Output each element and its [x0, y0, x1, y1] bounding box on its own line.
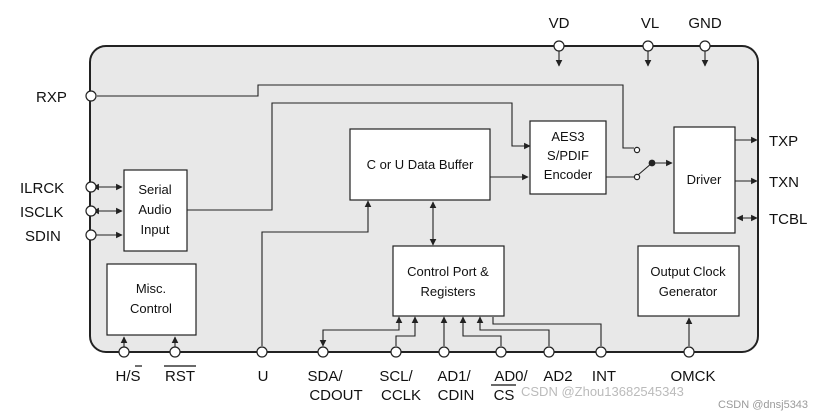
aes3-label-1: AES3 [551, 129, 584, 144]
pin-cdin: CDIN [438, 387, 475, 404]
pin-scl: SCL/ [379, 368, 413, 385]
output-clock-label-2: Generator [659, 284, 718, 299]
serial-audio-input-label-2: Audio [138, 202, 171, 217]
pin-tcbl: TCBL [769, 211, 807, 228]
pin-sda: SDA/ [307, 368, 343, 385]
pin-sdin: SDIN [25, 228, 61, 245]
output-select-switch [633, 146, 656, 181]
pin-cclk: CCLK [381, 387, 421, 404]
watermark-corner: CSDN @dnsj5343 [718, 399, 808, 411]
pin-hs: H/S [115, 368, 140, 385]
driver-block: Driver [673, 126, 736, 234]
misc-control-label-1: Misc. [136, 281, 166, 296]
pin-u: U [258, 368, 269, 385]
pin-ilrck: ILRCK [20, 180, 64, 197]
serial-audio-input-label-3: Input [141, 222, 170, 237]
pin-txp: TXP [769, 133, 798, 150]
pin-isclk: ISCLK [20, 204, 63, 221]
pin-labels: VD VL GND RXP ILRCK ISCLK SDIN TXP TXN T… [20, 15, 807, 404]
control-port-label-1: Control Port & [407, 264, 489, 279]
pin-ad0: AD0/ [494, 368, 528, 385]
pin-gnd: GND [688, 15, 722, 32]
serial-audio-input-label-1: Serial [138, 182, 171, 197]
pin-cs: CS [494, 387, 515, 404]
watermark-center: CSDN @Zhou13682545343 [521, 384, 684, 399]
aes3-label-2: S/PDIF [547, 148, 589, 163]
output-clock-label-1: Output Clock [650, 264, 726, 279]
pin-terminals [85, 40, 711, 358]
aes3-encoder-block: AES3 S/PDIF Encoder [529, 120, 607, 195]
driver-label: Driver [687, 172, 722, 187]
misc-control-label-2: Control [130, 301, 172, 316]
output-clock-generator-block: Output Clock Generator [637, 245, 740, 317]
pin-rst: RST [165, 368, 195, 385]
pin-cdout: CDOUT [309, 387, 362, 404]
pin-txn: TXN [769, 174, 799, 191]
pin-ad2: AD2 [543, 368, 572, 385]
pin-vd: VD [549, 15, 570, 32]
data-buffer-label: C or U Data Buffer [367, 157, 474, 172]
aes3-label-3: Encoder [544, 167, 593, 182]
serial-audio-input-block: Serial Audio Input [123, 169, 188, 252]
control-port-block: Control Port & Registers [392, 245, 505, 317]
pin-int: INT [592, 368, 616, 385]
wiring [92, 49, 758, 347]
pin-rxp: RXP [36, 89, 67, 106]
control-port-label-2: Registers [421, 284, 476, 299]
pin-omck: OMCK [671, 368, 716, 385]
pin-vl: VL [641, 15, 659, 32]
pin-ad1: AD1/ [437, 368, 471, 385]
misc-control-block: Misc. Control [106, 263, 197, 336]
data-buffer-block: C or U Data Buffer [349, 128, 491, 201]
